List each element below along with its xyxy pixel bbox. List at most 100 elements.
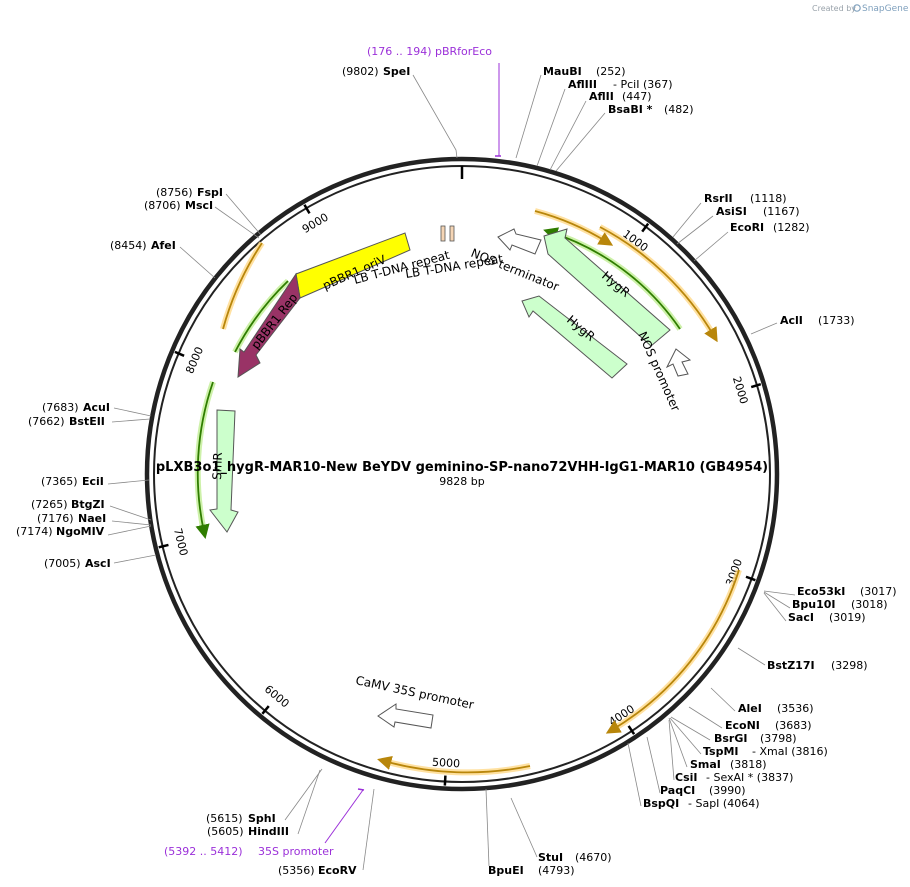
site-name[interactable]: AclI	[780, 314, 803, 327]
site-position: (3017)	[860, 585, 897, 598]
tick-label: 8000	[183, 345, 206, 376]
site-name[interactable]: AscI	[85, 557, 111, 570]
feature-nos-terminator[interactable]	[497, 228, 542, 255]
site-position: (8756)	[156, 186, 193, 199]
site-name[interactable]: RsrII	[704, 192, 733, 205]
site-name[interactable]: SacI	[788, 611, 814, 624]
site-name[interactable]: AsiSI	[716, 205, 747, 218]
site-position: (3536)	[777, 702, 814, 715]
site-position: (3798)	[760, 732, 797, 745]
site-name[interactable]: EcoRI	[730, 221, 764, 234]
site-position: (3818)	[730, 758, 767, 771]
site-position: (5615)	[206, 812, 243, 825]
site-position: (7683)	[42, 401, 79, 414]
credit-brand: SnapGene	[862, 4, 909, 14]
tick-label: 9000	[300, 211, 331, 236]
primer-range: (5392 .. 5412)	[164, 845, 243, 858]
site-position: - SexAI * (3837)	[706, 771, 793, 784]
site-name[interactable]: AflIII	[568, 78, 597, 91]
site-name[interactable]: EcoRV	[318, 864, 357, 877]
tick-label: 2000	[730, 375, 751, 406]
site-position: (7005)	[44, 557, 81, 570]
site-name[interactable]: BstZ17I	[767, 659, 815, 672]
site-name[interactable]: BtgZI	[71, 498, 105, 511]
site-name[interactable]: SmaI	[690, 758, 721, 771]
site-name[interactable]: AleI	[738, 702, 762, 715]
feature-nos-promoter[interactable]	[665, 348, 692, 377]
site-name[interactable]: StuI	[538, 851, 563, 864]
feature-camv-35s-promoter[interactable]	[377, 703, 434, 729]
site-position: (1167)	[763, 205, 800, 218]
site-name[interactable]: HindIII	[248, 825, 289, 838]
feature-lb-tdna-repeat-1[interactable]	[440, 225, 446, 242]
credit-prefix: Created by	[812, 4, 856, 13]
snapgene-logo-icon	[853, 4, 861, 12]
site-position: (252)	[596, 65, 626, 78]
site-position: (7174)	[16, 525, 53, 538]
primer-leader	[324, 789, 364, 844]
tick-mark	[303, 204, 311, 214]
site-position: (7365)	[41, 475, 78, 488]
tick-mark	[443, 775, 447, 786]
feature-lb-tdna-repeat-2[interactable]	[449, 225, 455, 242]
site-name[interactable]: AflII	[589, 90, 614, 103]
backbone-outer-ring	[144, 156, 780, 792]
site-name[interactable]: NaeI	[78, 512, 106, 525]
site-position: - SapI (4064)	[688, 797, 760, 810]
site-position: (4670)	[575, 851, 612, 864]
orf-arc	[377, 755, 531, 774]
tick-mark	[627, 725, 636, 735]
tick-label: 5000	[432, 756, 461, 771]
tick-mark	[745, 575, 756, 582]
feature-label-camv-35s-promoter: CaMV 35S promoter	[354, 673, 475, 712]
site-position: (447)	[622, 90, 652, 103]
tick-mark	[261, 705, 270, 715]
site-name[interactable]: AfeI	[151, 239, 176, 252]
site-name[interactable]: MscI	[185, 199, 213, 212]
snapgene-credit: Created by SnapGene	[812, 4, 909, 14]
site-name[interactable]: CsiI	[675, 771, 697, 784]
site-name[interactable]: PaqCI	[660, 784, 695, 797]
site-position: (1282)	[773, 221, 810, 234]
site-name[interactable]: BstEII	[69, 415, 105, 428]
site-name[interactable]: BsaBI *	[608, 103, 653, 116]
site-name[interactable]: MauBI	[543, 65, 582, 78]
tick-mark	[641, 222, 650, 233]
feature-pbbr1-rep[interactable]	[237, 272, 301, 378]
site-position: (3990)	[709, 784, 746, 797]
site-name[interactable]: Eco53kI	[797, 585, 845, 598]
site-name[interactable]: BsrGI	[714, 732, 747, 745]
orf-arc	[543, 227, 681, 330]
site-name[interactable]: EcoNI	[725, 719, 760, 732]
tick-mark	[174, 350, 185, 357]
site-name[interactable]: BspQI	[643, 797, 679, 810]
feature-smr[interactable]	[209, 409, 239, 533]
primer-name: 35S promoter	[258, 845, 334, 858]
site-name[interactable]: EciI	[82, 475, 104, 488]
site-name[interactable]: FspI	[197, 186, 223, 199]
tick-label: 6000	[262, 683, 292, 711]
feature-hygr-inner[interactable]	[521, 295, 628, 379]
site-name[interactable]: NgoMIV	[56, 525, 105, 538]
feature-hygr-outer[interactable]	[543, 228, 671, 347]
site-position: (3018)	[851, 598, 888, 611]
restriction-sites: (9802) SpeI MauBI (252) AflIII - PciI (3…	[16, 65, 897, 877]
site-position: (1118)	[750, 192, 787, 205]
site-name[interactable]: TspMI	[703, 745, 739, 758]
site-position: (4793)	[538, 864, 575, 877]
site-name[interactable]: AcuI	[83, 401, 110, 414]
site-position: (7265)	[31, 498, 68, 511]
orf-arc	[534, 210, 614, 246]
primer-range: (176 .. 194)	[367, 45, 432, 58]
site-position: (9802)	[342, 65, 379, 78]
plasmid-title: pLXB3o1_hygR-MAR10-New BeYDV geminino-SP…	[156, 460, 768, 475]
site-name[interactable]: BpuEI	[488, 864, 524, 877]
site-name[interactable]: Bpu10I	[792, 598, 836, 611]
plasmid-length: 9828 bp	[439, 475, 484, 488]
site-position: (8706)	[144, 199, 181, 212]
site-position: (3683)	[775, 719, 812, 732]
site-name[interactable]: SpeI	[383, 65, 410, 78]
site-name[interactable]: SphI	[248, 812, 276, 825]
tick-label: 7000	[171, 527, 190, 557]
orf-arc	[195, 381, 214, 540]
